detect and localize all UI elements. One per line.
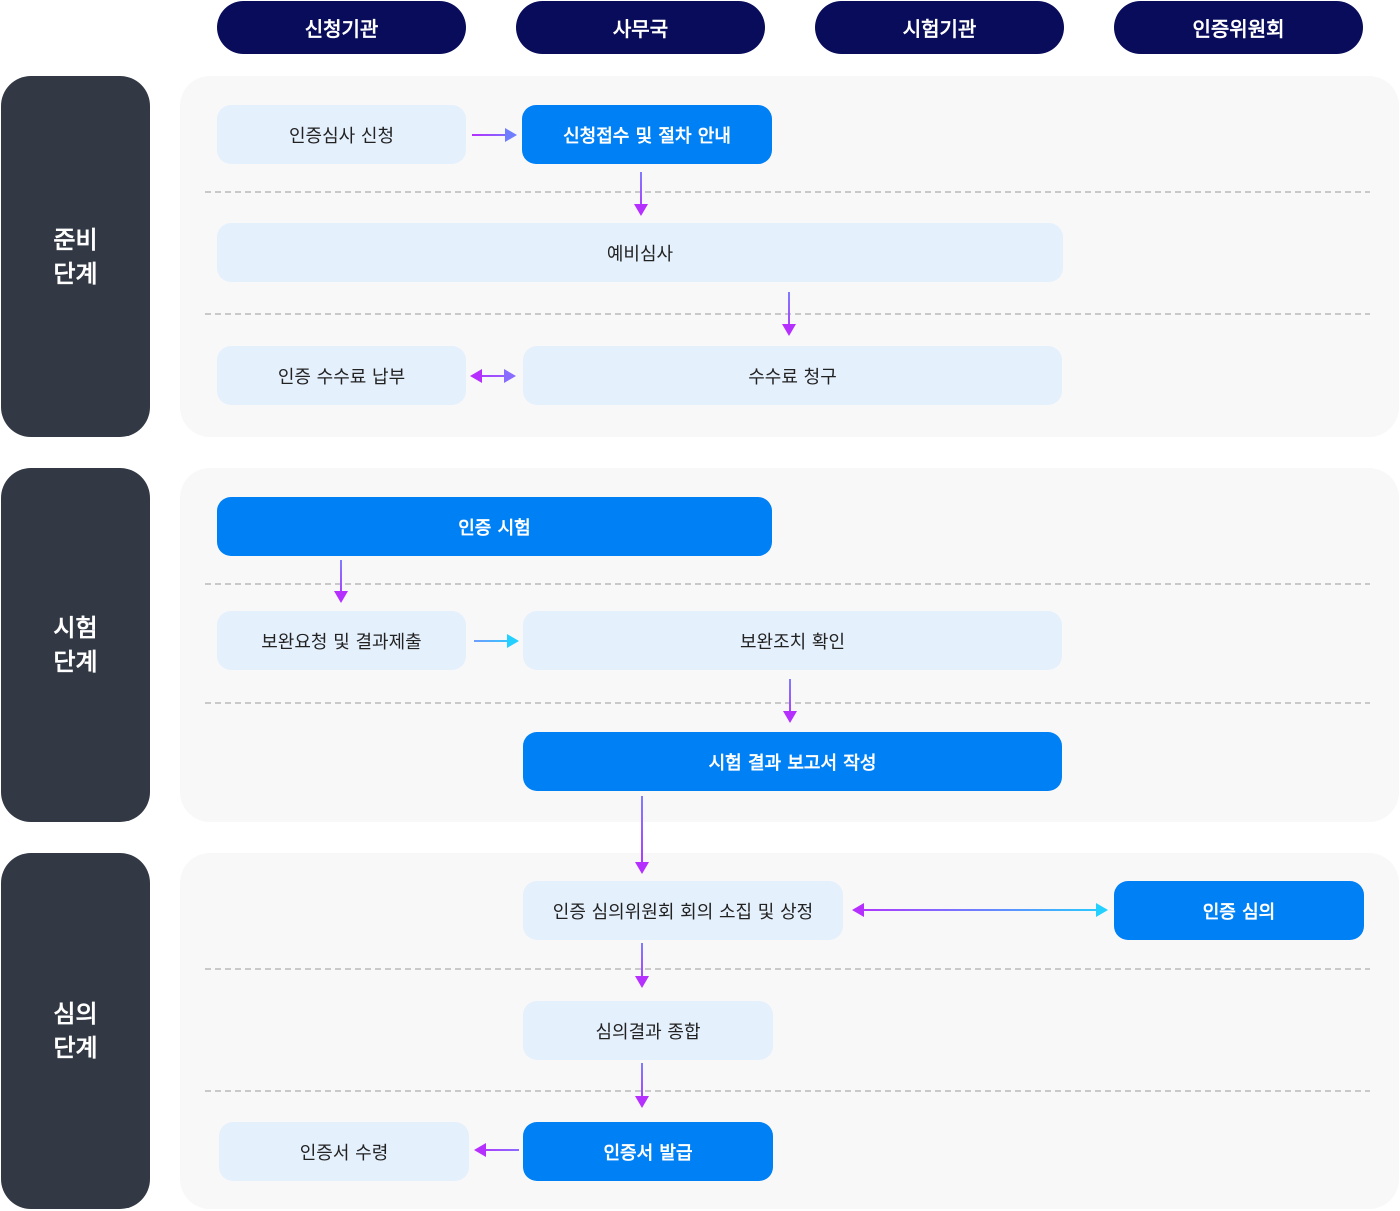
step-test-report: 시험 결과 보고서 작성 <box>523 732 1062 791</box>
column-header-test-lab: 시험기관 <box>815 1 1064 54</box>
arrowhead-icon <box>505 128 517 142</box>
arrowhead-icon <box>635 1096 649 1108</box>
column-header-secretariat: 사무국 <box>516 1 765 54</box>
arrowhead-icon <box>1096 903 1108 917</box>
stage-label-preparation: 준비 단계 <box>1 76 150 437</box>
arrowhead-icon <box>635 976 649 988</box>
arrowhead-icon <box>783 711 797 723</box>
arrowhead-icon <box>852 903 864 917</box>
column-header-applicant: 신청기관 <box>217 1 466 54</box>
arrowhead-icon <box>334 591 348 603</box>
arrowhead-icon <box>634 204 648 216</box>
arrowhead-icon <box>507 634 519 648</box>
step-cert-receipt: 인증서 수령 <box>219 1122 469 1181</box>
arrowhead-icon <box>635 862 649 874</box>
stage-label-review: 심의 단계 <box>1 853 150 1209</box>
step-review: 인증 심의 <box>1114 881 1364 940</box>
column-header-committee: 인증위원회 <box>1114 1 1363 54</box>
arrowhead-icon <box>470 369 482 383</box>
step-review-summary: 심의결과 종합 <box>523 1001 773 1060</box>
step-supplement-request: 보완요청 및 결과제출 <box>217 611 466 670</box>
step-receipt: 신청접수 및 절차 안내 <box>522 105 772 164</box>
step-test: 인증 시험 <box>217 497 772 556</box>
arrowhead-icon <box>782 324 796 336</box>
arrowhead-icon <box>474 1143 486 1157</box>
step-apply: 인증심사 신청 <box>217 105 466 164</box>
stage-label-testing: 시험 단계 <box>1 468 150 822</box>
step-committee-convene: 인증 심의위원회 회의 소집 및 상정 <box>523 881 843 940</box>
step-supplement-check: 보완조치 확인 <box>523 611 1062 670</box>
step-preliminary: 예비심사 <box>217 223 1063 282</box>
step-fee-billing: 수수료 청구 <box>523 346 1062 405</box>
step-cert-issue: 인증서 발급 <box>523 1122 773 1181</box>
step-fee-payment: 인증 수수료 납부 <box>217 346 466 405</box>
arrowhead-icon <box>504 369 516 383</box>
